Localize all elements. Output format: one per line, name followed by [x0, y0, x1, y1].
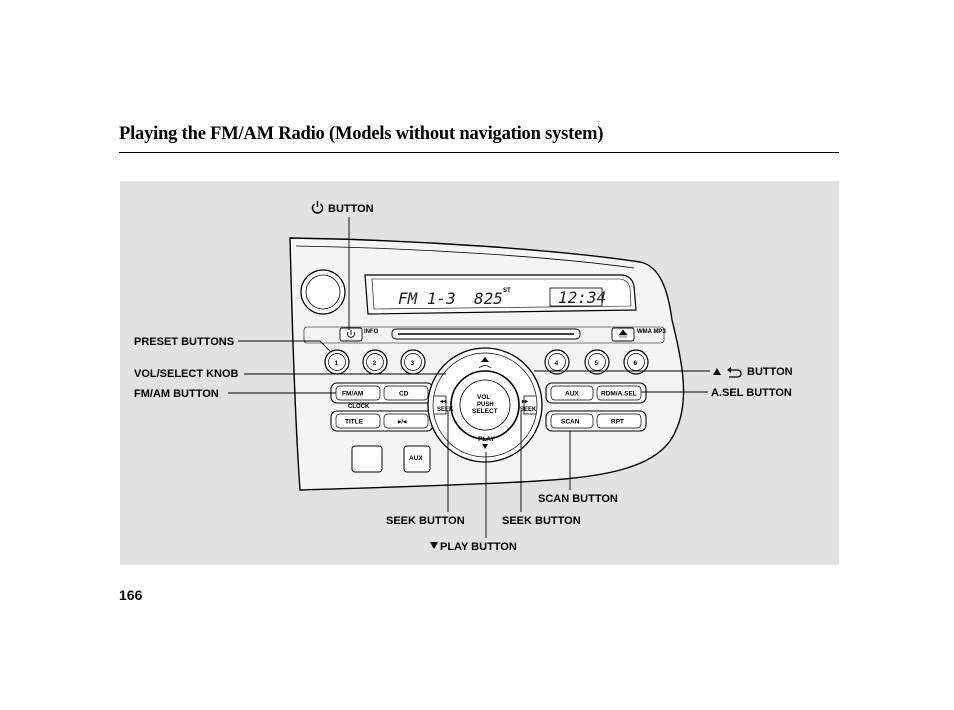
return-arrow-icon — [728, 369, 742, 378]
display-clock: 12:34 — [558, 288, 606, 307]
title-label: TITLE — [345, 419, 364, 426]
aux-port-label: AUX — [409, 455, 423, 462]
scan-button[interactable] — [550, 413, 594, 429]
preset-button-1[interactable]: 1 — [324, 349, 350, 375]
page-number: 166 — [119, 587, 143, 603]
svg-text:PUSH: PUSH — [477, 402, 494, 408]
down-triangle-icon — [482, 444, 488, 449]
aux-button[interactable] — [550, 385, 594, 401]
rpt-label: RPT — [611, 419, 624, 426]
cd-label: CD — [399, 391, 409, 398]
page-title: Playing the FM/AM Radio (Models without … — [119, 124, 604, 144]
svg-text:▸/◂: ▸/◂ — [397, 419, 407, 426]
clock-label: CLOCK — [348, 404, 370, 410]
down-triangle-icon — [430, 542, 438, 549]
leader-lines — [228, 217, 710, 538]
rpt-button[interactable] — [596, 413, 642, 429]
play-label: PLAY — [478, 436, 495, 443]
seek-left-button[interactable]: ◂◂ SEEK — [434, 395, 454, 415]
return-arrow-icon — [478, 365, 492, 369]
svg-text:▸▸: ▸▸ — [521, 399, 529, 405]
callout-vol-select-knob: VOL/SELECT KNOB — [134, 368, 239, 380]
preset-button-6[interactable]: 6 — [623, 349, 649, 375]
preset-button-4[interactable]: 4 — [544, 349, 570, 375]
aux-cover — [351, 445, 383, 473]
svg-text:SELECT: SELECT — [472, 408, 498, 415]
preset-button-2[interactable]: 2 — [362, 349, 388, 375]
svg-text:◂◂: ◂◂ — [439, 399, 447, 405]
aux-port[interactable] — [403, 445, 431, 473]
display-frequency: 825 — [474, 289, 503, 308]
up-triangle-icon — [481, 357, 489, 362]
callout-asel-button: A.SEL BUTTON — [711, 387, 792, 399]
preset-button-3[interactable]: 3 — [400, 349, 426, 375]
aux-small-label: AUX — [565, 391, 579, 398]
callout-fm-am-button: FM/AM BUTTON — [134, 388, 219, 400]
callout-scan-button: SCAN BUTTON — [538, 493, 618, 505]
svg-text:SEEK: SEEK — [437, 407, 454, 413]
callout-seek-button-left: SEEK BUTTON — [386, 515, 465, 527]
svg-text:VOL: VOL — [477, 394, 490, 401]
title-button[interactable] — [335, 413, 381, 429]
cd-button[interactable] — [383, 385, 429, 401]
svg-text:1: 1 — [335, 360, 339, 367]
svg-text:2: 2 — [373, 360, 377, 367]
svg-text:6: 6 — [634, 360, 638, 367]
svg-text:BUTTON: BUTTON — [328, 203, 374, 215]
callout-eject-button: BUTTON — [713, 366, 793, 378]
info-label: INFO — [364, 329, 379, 335]
fm-am-label: FM/AM — [342, 391, 363, 398]
seek-right-button[interactable]: ▸▸ SEEK — [520, 395, 537, 415]
callout-power: BUTTON — [311, 201, 374, 215]
up-triangle-icon — [713, 368, 721, 375]
scan-label: SCAN — [561, 419, 580, 426]
callout-seek-button-right: SEEK BUTTON — [502, 515, 581, 527]
power-icon — [347, 330, 355, 338]
vol-select-knob[interactable]: VOL PUSH SELECT — [427, 347, 543, 463]
power-icon — [311, 201, 324, 214]
preset-button-5[interactable]: 5 — [584, 349, 610, 375]
callout-play-button: PLAY BUTTON — [430, 541, 517, 553]
callout-preset-buttons: PRESET BUTTONS — [134, 336, 234, 348]
svg-text:BUTTON: BUTTON — [747, 366, 793, 378]
rdm-asel-button[interactable] — [596, 385, 642, 401]
track-button[interactable] — [383, 413, 429, 429]
eject-icon — [618, 329, 628, 338]
svg-text:5: 5 — [595, 360, 599, 367]
svg-text:PLAY BUTTON: PLAY BUTTON — [440, 541, 517, 553]
svg-text:SEEK: SEEK — [520, 407, 537, 413]
rdm-asel-label: RDM/A.SEL — [601, 391, 637, 398]
head-unit: FM 1-3 825 ST 12:34 INFO WMA MP3 1 2 — [289, 237, 685, 491]
svg-text:4: 4 — [555, 360, 559, 367]
title-rule — [119, 152, 839, 153]
display-stereo: ST — [503, 288, 511, 294]
svg-text:3: 3 — [411, 360, 415, 367]
display-band: FM 1-3 — [398, 289, 456, 308]
wma-mp3-label: WMA MP3 — [637, 329, 666, 335]
